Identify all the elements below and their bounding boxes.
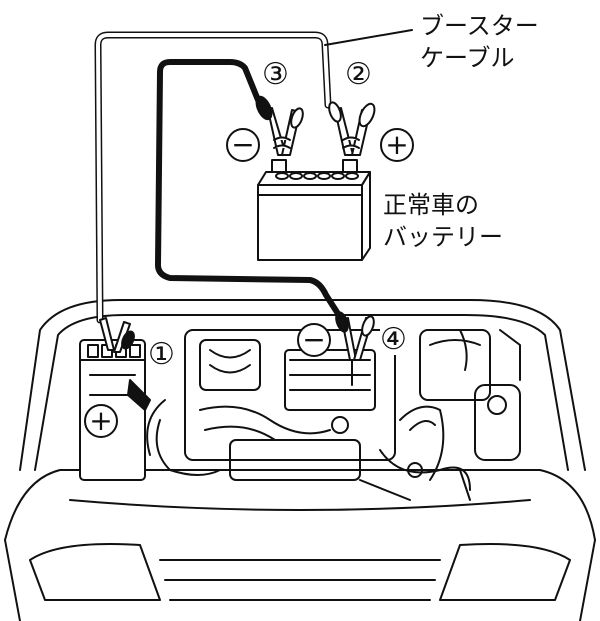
booster-car-battery bbox=[257, 159, 371, 261]
step-1-marker: ① bbox=[148, 337, 175, 372]
negative-symbol-engine: − bbox=[297, 323, 331, 357]
positive-symbol-booster: + bbox=[380, 128, 414, 162]
step-4-marker: ④ bbox=[380, 322, 407, 357]
normal-battery-label-line1: 正常車の bbox=[383, 191, 479, 219]
clamp-engine-ground bbox=[335, 311, 375, 386]
positive-symbol-dead-battery: + bbox=[84, 404, 118, 438]
negative-booster-cable bbox=[155, 59, 345, 323]
positive-booster-cable bbox=[94, 31, 332, 324]
booster-cable-label-line1: ブースター bbox=[420, 12, 539, 40]
step-2-marker: ② bbox=[345, 57, 372, 92]
clamp-negative-booster bbox=[255, 95, 304, 156]
step-3-marker: ③ bbox=[262, 57, 289, 92]
clamp-positive-booster bbox=[328, 101, 376, 156]
normal-battery-label-line2: バッテリー bbox=[383, 223, 503, 251]
booster-cable-label-line2: ケーブル bbox=[420, 44, 515, 72]
negative-symbol-booster: − bbox=[226, 128, 260, 162]
engine-components bbox=[146, 329, 521, 501]
vehicle-body-outline bbox=[4, 299, 596, 621]
booster-cable-leader-line bbox=[324, 29, 413, 46]
clamp-dead-battery bbox=[99, 317, 135, 353]
